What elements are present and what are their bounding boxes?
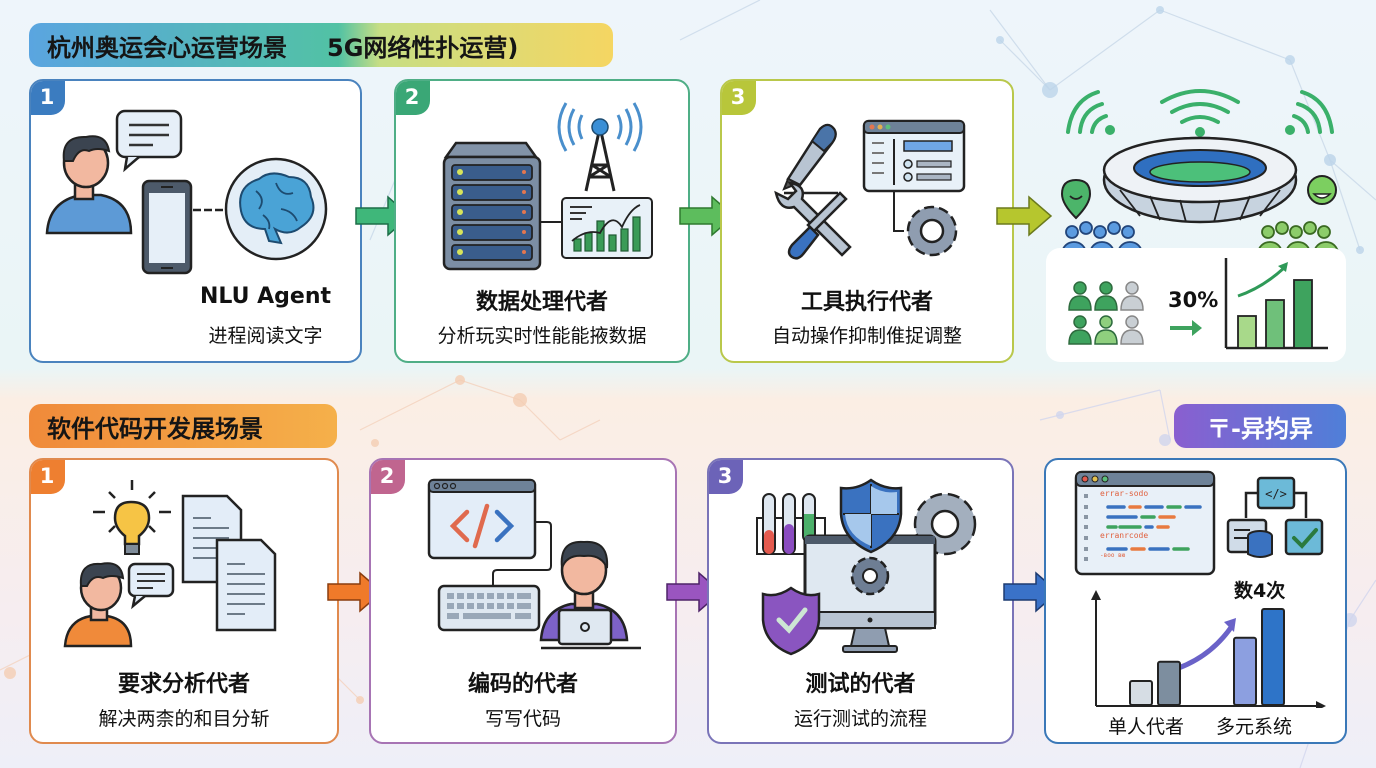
bottom-banner-title: 软件代码开发展场景 <box>47 414 263 443</box>
top-banner-title: 杭州奥运会心运营场景 <box>47 33 287 62</box>
step-number-badge: 3 <box>722 81 756 115</box>
step-title: 要求分析代者 <box>117 672 250 697</box>
top-step-card-3: 3 工具执行代者 自动操作抑制倠捉调整 <box>720 79 1014 363</box>
percent-label: 30% <box>1168 288 1219 312</box>
step-title: 编码的代者 <box>467 672 578 697</box>
step-subtitle: 解决两柰的和目分斩 <box>98 708 270 730</box>
bottom-section-banner: 软件代码开发展场景 <box>29 404 337 448</box>
step-number-badge: 1 <box>31 460 65 494</box>
users-growth-icon <box>1068 281 1144 345</box>
documents-icon <box>181 494 277 632</box>
server-rack-icon <box>442 141 542 271</box>
test-tubes-icon <box>756 493 826 555</box>
code-line-label: erranrcode <box>1100 531 1149 540</box>
top-section-banner: 杭州奥运会心运营场景 5G网络性扑运营) <box>29 23 613 67</box>
app-window-icon <box>862 119 966 232</box>
step-subtitle: 写写代码 <box>484 708 561 730</box>
x-axis-arrow-icon <box>1316 701 1326 708</box>
shield-check-icon <box>761 586 821 656</box>
wifi-icon <box>1066 89 1334 137</box>
code-line-label: errar-sodo <box>1100 489 1149 498</box>
step-title: 测试的代者 <box>805 672 916 697</box>
chart-bar <box>1157 660 1181 707</box>
pen-icon <box>782 123 838 195</box>
step-number-badge: 2 <box>371 460 405 494</box>
person-icon <box>63 562 133 648</box>
top-banner-subtitle: 5G网络性扑运营) <box>327 33 519 62</box>
data-processing-illustration <box>442 102 653 271</box>
step-number-badge: 1 <box>31 81 65 115</box>
chart-bar <box>1129 680 1153 706</box>
step-subtitle: 运行测试的流程 <box>793 708 927 730</box>
x-axis-label: 单人代者 <box>1108 716 1185 738</box>
nlu-illustration <box>45 109 328 275</box>
y-axis-arrow-icon <box>1091 590 1101 600</box>
arrow-right-icon <box>1170 320 1202 336</box>
testing-illustration <box>756 478 977 656</box>
wrench-screwdriver-icon <box>774 181 852 260</box>
x-axis-label: 多元系统 <box>1216 716 1293 738</box>
analytics-chart-icon <box>561 197 653 259</box>
step-title: 数据处理代者 <box>475 290 608 315</box>
bottom-step-card-2: 2 编码的代者 写写代码 <box>369 458 677 744</box>
shield-icon <box>839 478 903 554</box>
coding-illustration <box>427 478 641 650</box>
chart-bar <box>1261 608 1285 706</box>
smiley-pin-icon <box>1060 178 1092 220</box>
growth-bar-chart-icon <box>1224 258 1328 350</box>
arrow-right-icon <box>996 195 1053 237</box>
lightbulb-icon <box>93 480 171 555</box>
step-title: 工具执行代者 <box>800 290 933 315</box>
code-window-icon <box>427 478 552 586</box>
speech-bubble-icon <box>115 109 183 173</box>
top-step-card-2: 2 数据处理代者 分析玩实时性能能掖数据 <box>394 79 690 363</box>
step-title: NLU Agent <box>199 284 332 309</box>
code-line-label: -вοο вю <box>1100 552 1126 559</box>
keyboard-icon <box>437 584 541 632</box>
requirements-illustration <box>63 480 277 648</box>
step-subtitle: 进程阅读文字 <box>208 325 323 347</box>
smiley-bubble-icon <box>1307 175 1337 205</box>
step-number-badge: 2 <box>396 81 430 115</box>
person-icon <box>45 135 133 235</box>
monitor-icon <box>803 534 937 653</box>
bottom-result-panel: errar-sodo erranrcode -вοο вю </> 数4次 单人… <box>1044 458 1347 744</box>
bottom-step-card-1: 1 要求分析代者 解决两柰的和目分斩 <box>29 458 339 744</box>
chart-bar <box>1233 636 1257 706</box>
svg-text:</>: </> <box>1265 487 1287 501</box>
bottom-result-banner: 〒-异抣异 <box>1174 404 1346 448</box>
multiplier-label: 数4次 <box>1234 580 1286 602</box>
bottom-result-title: 〒-异抣异 <box>1207 414 1313 443</box>
gear-icon <box>906 205 958 257</box>
brain-icon <box>224 157 328 261</box>
top-step-card-1: 1 NLU Agent 进程阅读文字 <box>29 79 362 363</box>
step-number-badge: 3 <box>709 460 743 494</box>
signal-tower-icon <box>557 102 643 192</box>
top-result-panel: 30% <box>1046 248 1346 362</box>
speech-bubble-icon <box>127 562 175 610</box>
developer-with-laptop-icon <box>539 540 641 650</box>
system-architecture-icon: </> <box>1226 476 1324 558</box>
step-subtitle: 分析玩实时性能能掖数据 <box>437 325 647 347</box>
phone-icon <box>141 179 193 275</box>
bottom-step-card-3: 3 测试的代者 运行测试的流程 <box>707 458 1014 744</box>
step-subtitle: 自动操作抑制倠捉调整 <box>771 325 962 347</box>
stadium-icon <box>1102 136 1298 224</box>
stadium-illustration <box>1059 89 1341 260</box>
code-editor-icon <box>1074 470 1216 576</box>
performance-comparison-chart <box>1091 590 1326 708</box>
tool-execution-illustration <box>774 119 966 260</box>
